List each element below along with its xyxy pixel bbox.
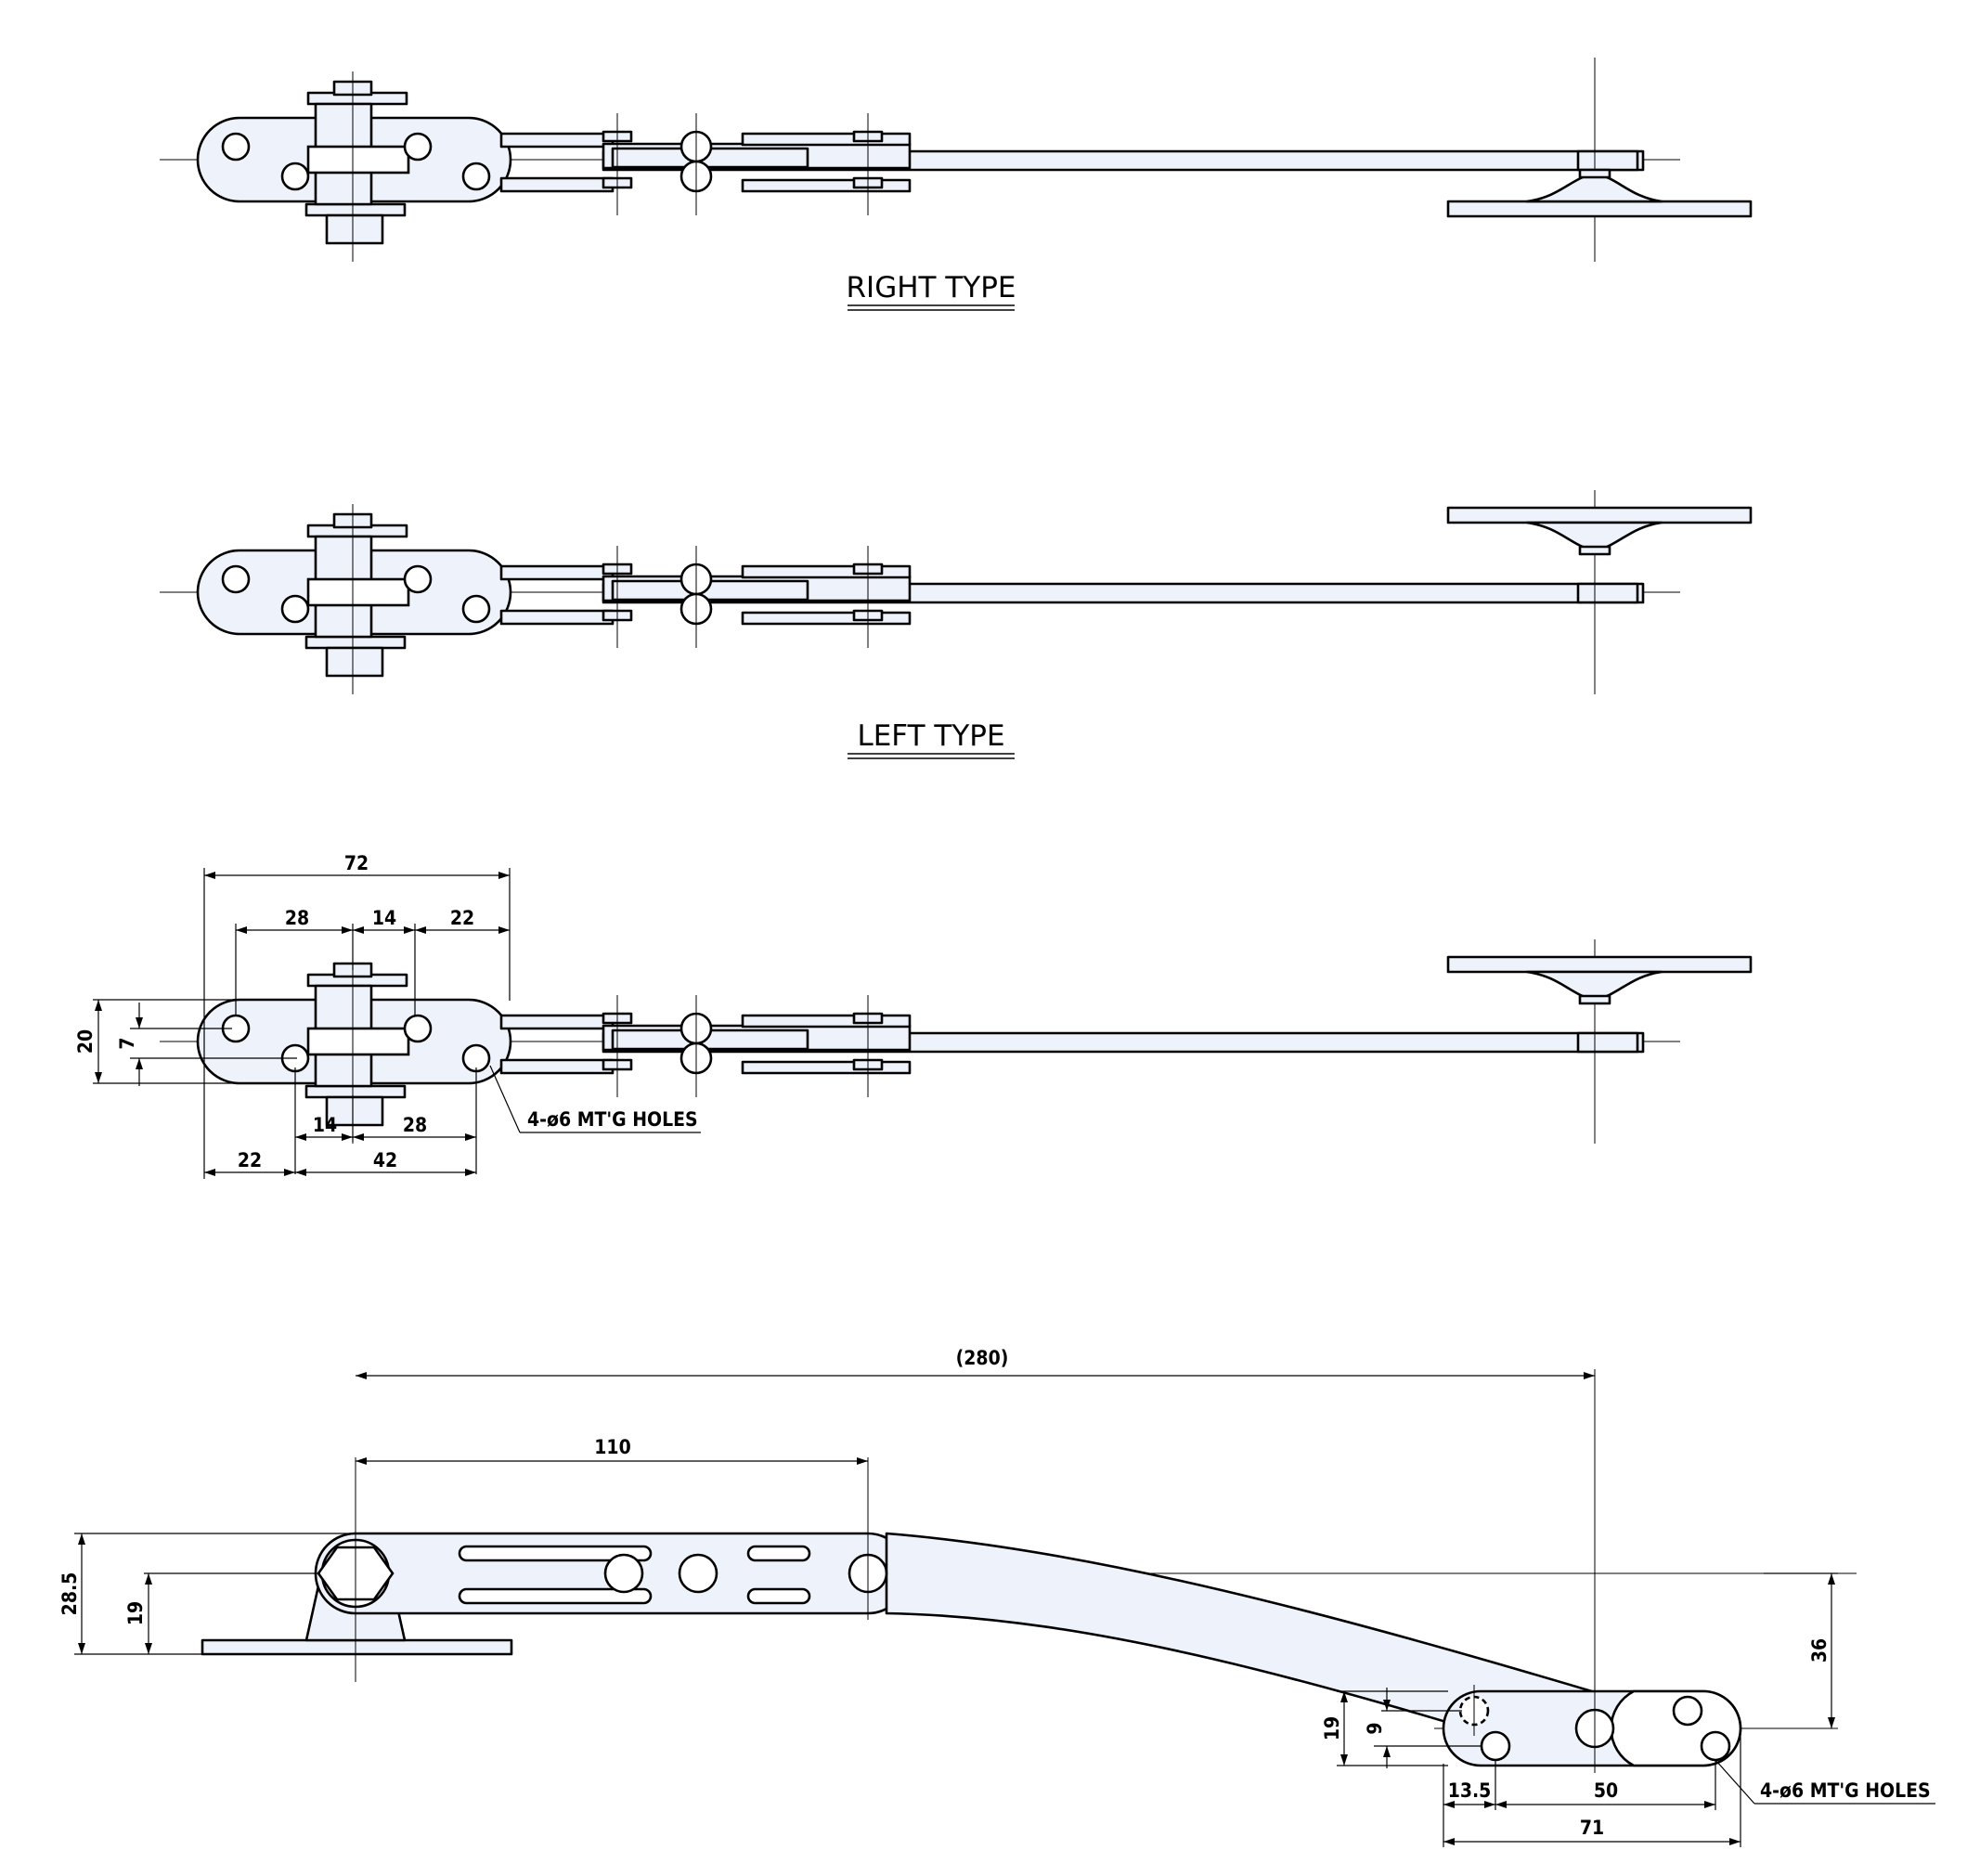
left-type-view	[158, 488, 1753, 696]
dim-7: 7	[116, 1037, 138, 1049]
dim-110: 110	[594, 1436, 630, 1458]
dim-20: 20	[74, 1029, 97, 1054]
dim-28-top: 28	[285, 907, 309, 929]
left-type-title: LEFT TYPE	[857, 719, 1004, 753]
right-type-label: RIGHT TYPE	[847, 271, 1016, 311]
right-type-view	[158, 56, 1753, 264]
plan-dimensions: 72 28 14 22 20 7 14 28 22 42 4-ø6 MT'G H	[74, 852, 701, 1179]
dim-22-top: 22	[450, 907, 474, 929]
dim-14-top: 14	[372, 907, 396, 929]
plan-holes-note: 4-ø6 MT'G HOLES	[527, 1108, 698, 1131]
dim-28-bottom: 28	[403, 1114, 427, 1136]
side-holes-note: 4-ø6 MT'G HOLES	[1760, 1779, 1931, 1802]
dim-72: 72	[344, 852, 369, 874]
dim-9: 9	[1364, 1722, 1386, 1734]
dim-19-left: 19	[124, 1601, 147, 1625]
left-type-label: LEFT TYPE	[848, 719, 1015, 759]
dim-28-5: 28.5	[58, 1572, 81, 1616]
right-type-title: RIGHT TYPE	[847, 271, 1016, 304]
dim-280: (280)	[956, 1347, 1009, 1369]
side-view	[144, 1369, 1857, 1773]
dim-50: 50	[1594, 1779, 1618, 1802]
dim-22-bottom: 22	[238, 1149, 262, 1171]
plan-view	[158, 938, 1753, 1145]
dim-14-bottom: 14	[313, 1114, 337, 1136]
dim-36: 36	[1808, 1638, 1831, 1663]
dim-13-5: 13.5	[1448, 1779, 1492, 1802]
dim-19-right: 19	[1321, 1716, 1343, 1740]
side-dimensions: (280) 110 28.5 19 36 19 9 13.5 50	[58, 1347, 1935, 1847]
dim-71: 71	[1580, 1817, 1604, 1839]
dim-42-bottom: 42	[373, 1149, 397, 1171]
